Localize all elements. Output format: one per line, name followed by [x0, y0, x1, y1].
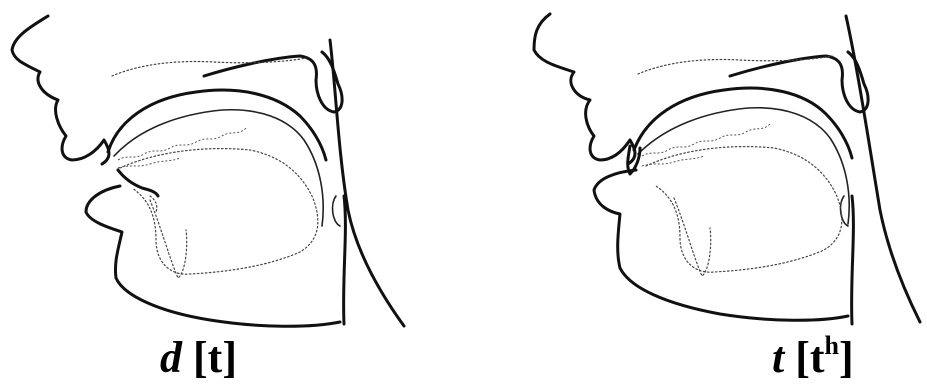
tongue-surface	[114, 110, 323, 226]
upper-teeth	[642, 124, 770, 156]
caption-bracket-open: [	[182, 333, 208, 382]
caption-bracket-open: [	[784, 333, 810, 382]
pharynx-wall	[330, 40, 404, 326]
velum	[204, 52, 342, 112]
larynx	[852, 196, 854, 324]
caption-ipa-symbol: t	[208, 333, 223, 382]
vocal-tract-diagram-voiced: d [t]	[0, 0, 440, 387]
vocal-tract-svg-aspirated	[470, 0, 927, 330]
caption-ipa-symbol: t	[810, 333, 825, 382]
hard-palate	[634, 88, 852, 158]
larynx	[344, 196, 346, 324]
caption-letter: t	[772, 333, 784, 382]
lower-teeth	[642, 156, 704, 166]
tongue-surface	[638, 108, 849, 224]
face-profile-upper	[534, 14, 635, 164]
face-profile-lower	[86, 186, 340, 326]
caption-ipa-superscript: h	[825, 331, 839, 360]
caption-letter: d	[160, 333, 182, 382]
vocal-tract-svg-voiced	[0, 0, 440, 330]
caption-voiced: d [t]	[160, 336, 237, 380]
tongue-body	[646, 147, 842, 273]
lower-teeth	[118, 158, 180, 168]
larynx-detail	[333, 196, 340, 226]
caption-bracket-close: ]	[839, 333, 854, 382]
upper-teeth	[118, 128, 246, 160]
caption-aspirated: t [th]	[772, 336, 854, 380]
vocal-tract-diagram-aspirated: t [th]	[470, 0, 927, 387]
caption-bracket-close: ]	[222, 333, 237, 382]
jaw-outline	[674, 198, 711, 276]
hard-palate	[108, 90, 326, 160]
tongue-body	[120, 149, 318, 275]
face-profile-lower	[594, 170, 848, 320]
velum	[730, 52, 868, 112]
face-profile-upper	[12, 16, 109, 164]
